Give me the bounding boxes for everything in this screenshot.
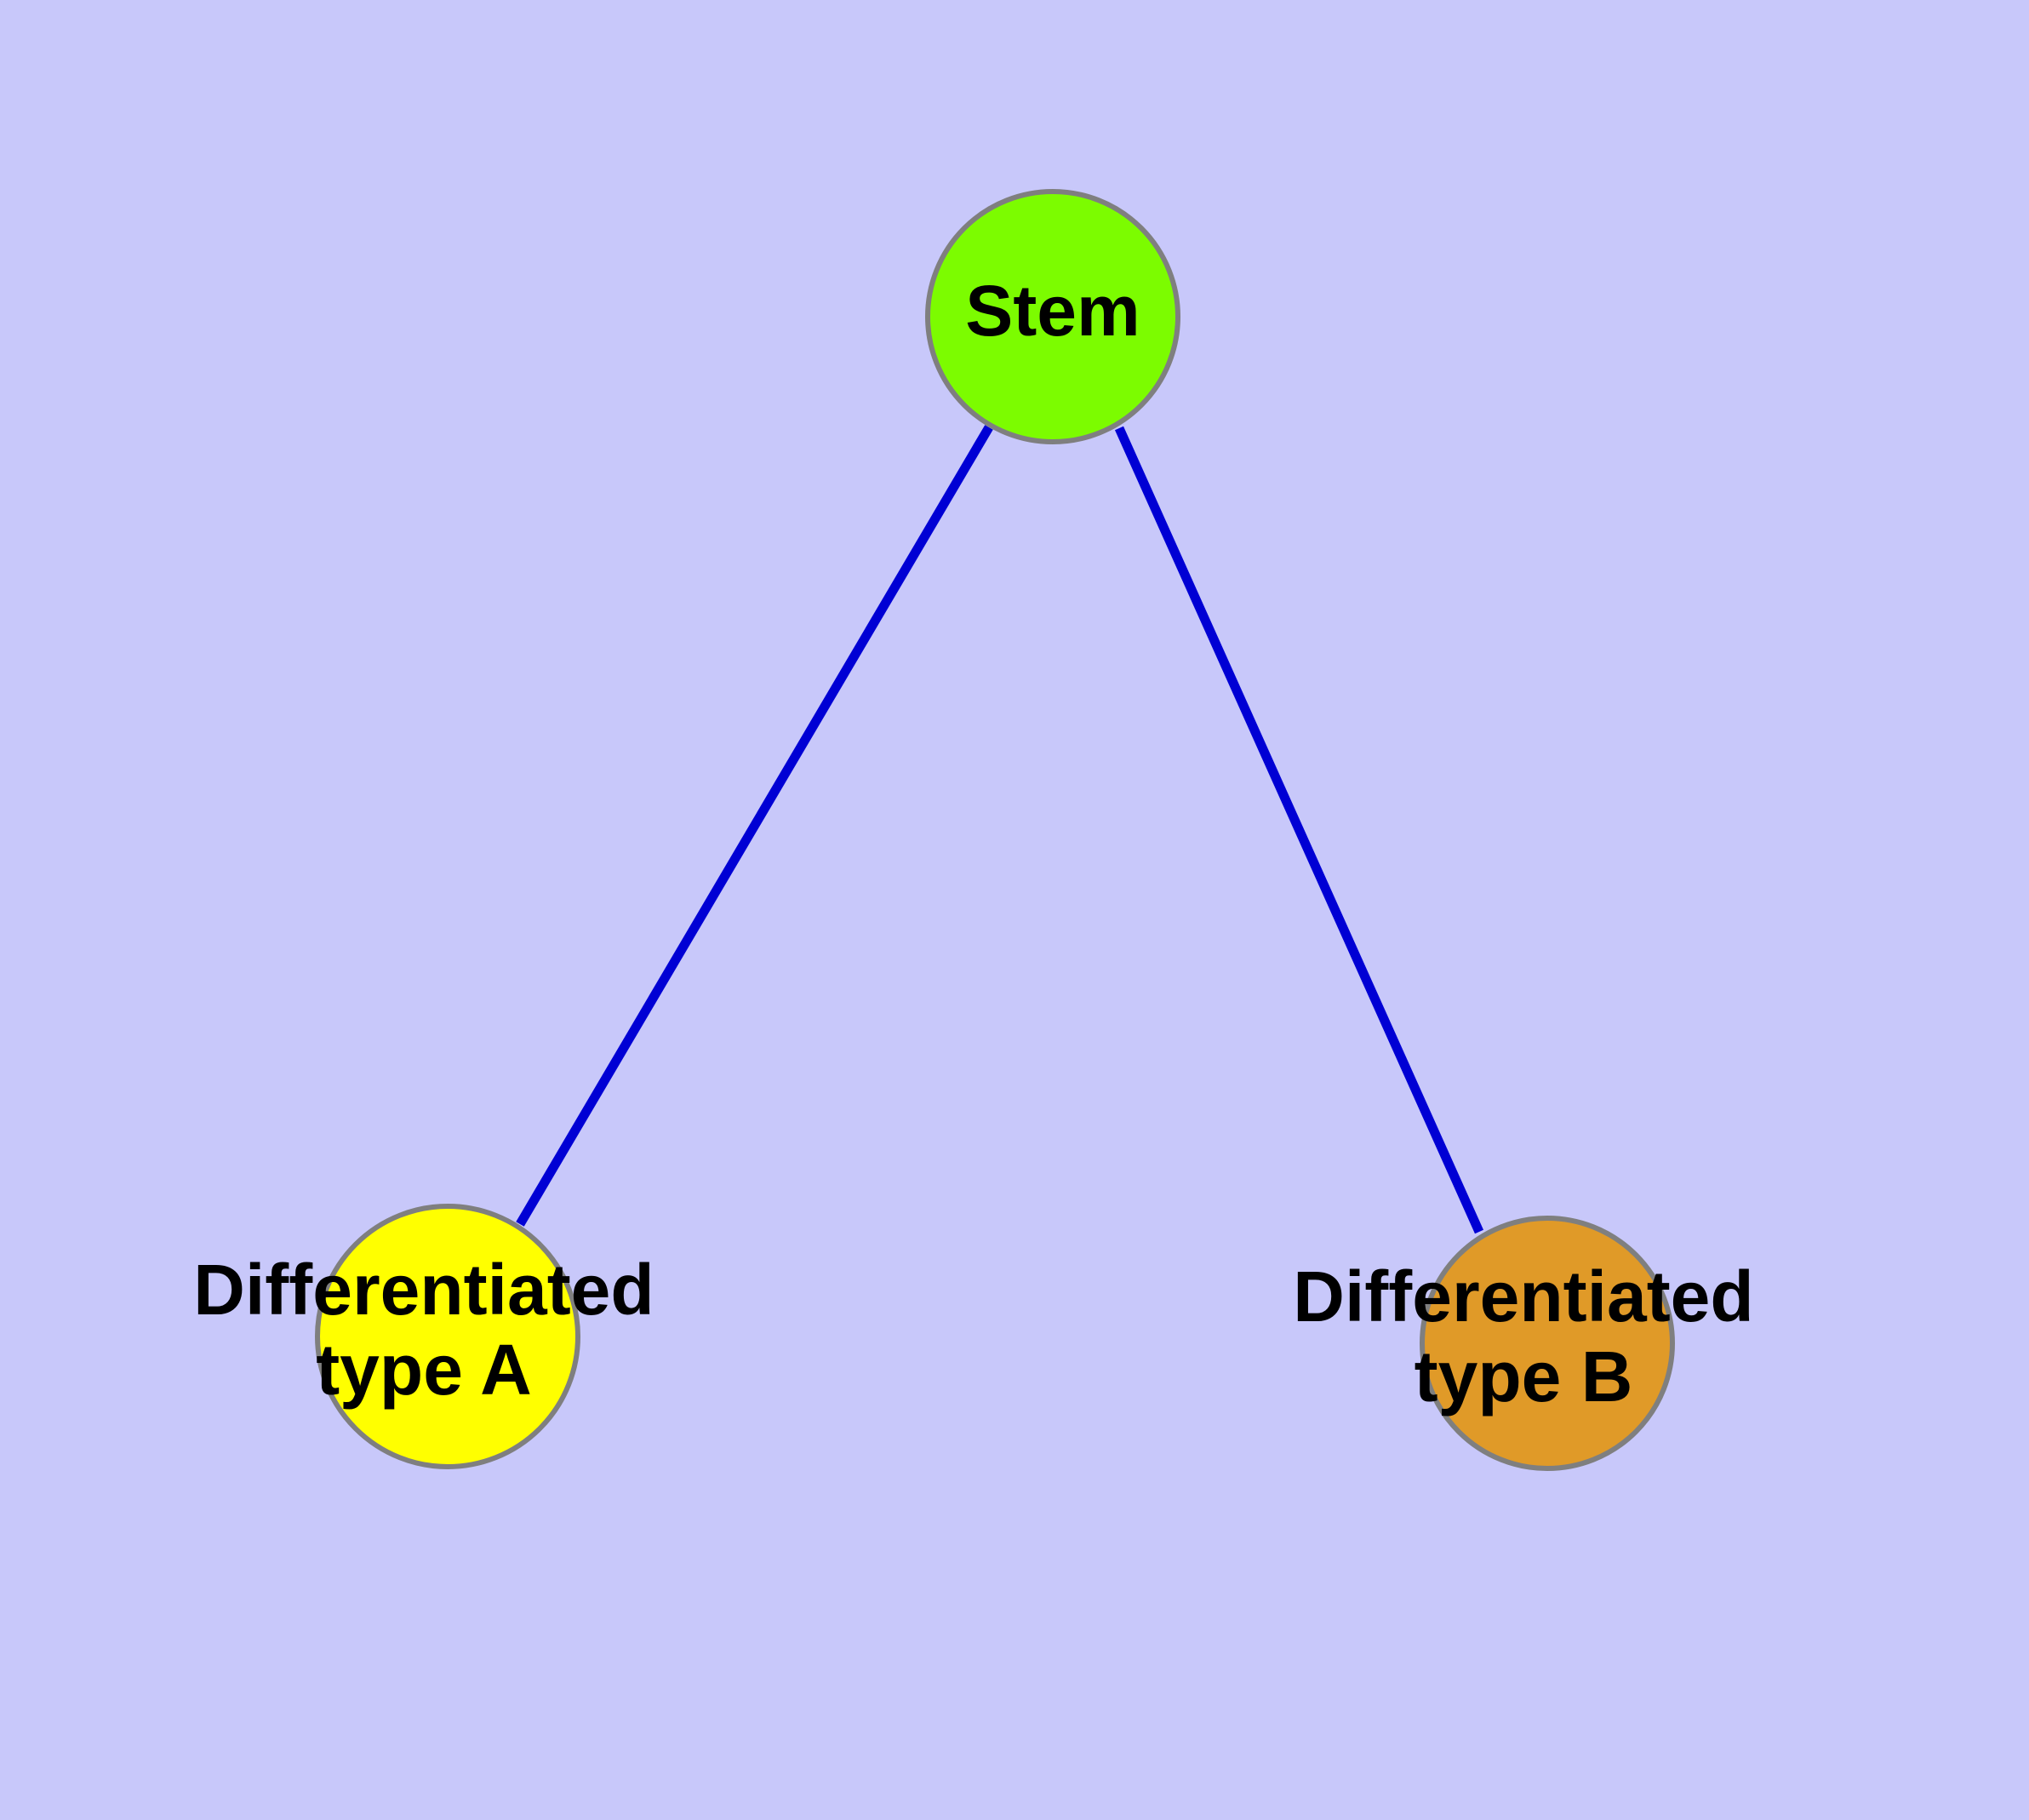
edge-stem-to-differentiated-type-b (1114, 426, 1484, 1234)
node-stem[interactable] (925, 189, 1180, 444)
edge-stem-to-differentiated-type-a (516, 425, 993, 1227)
node-differentiated-type-b[interactable] (1420, 1216, 1675, 1471)
node-differentiated-type-a[interactable] (315, 1204, 580, 1469)
